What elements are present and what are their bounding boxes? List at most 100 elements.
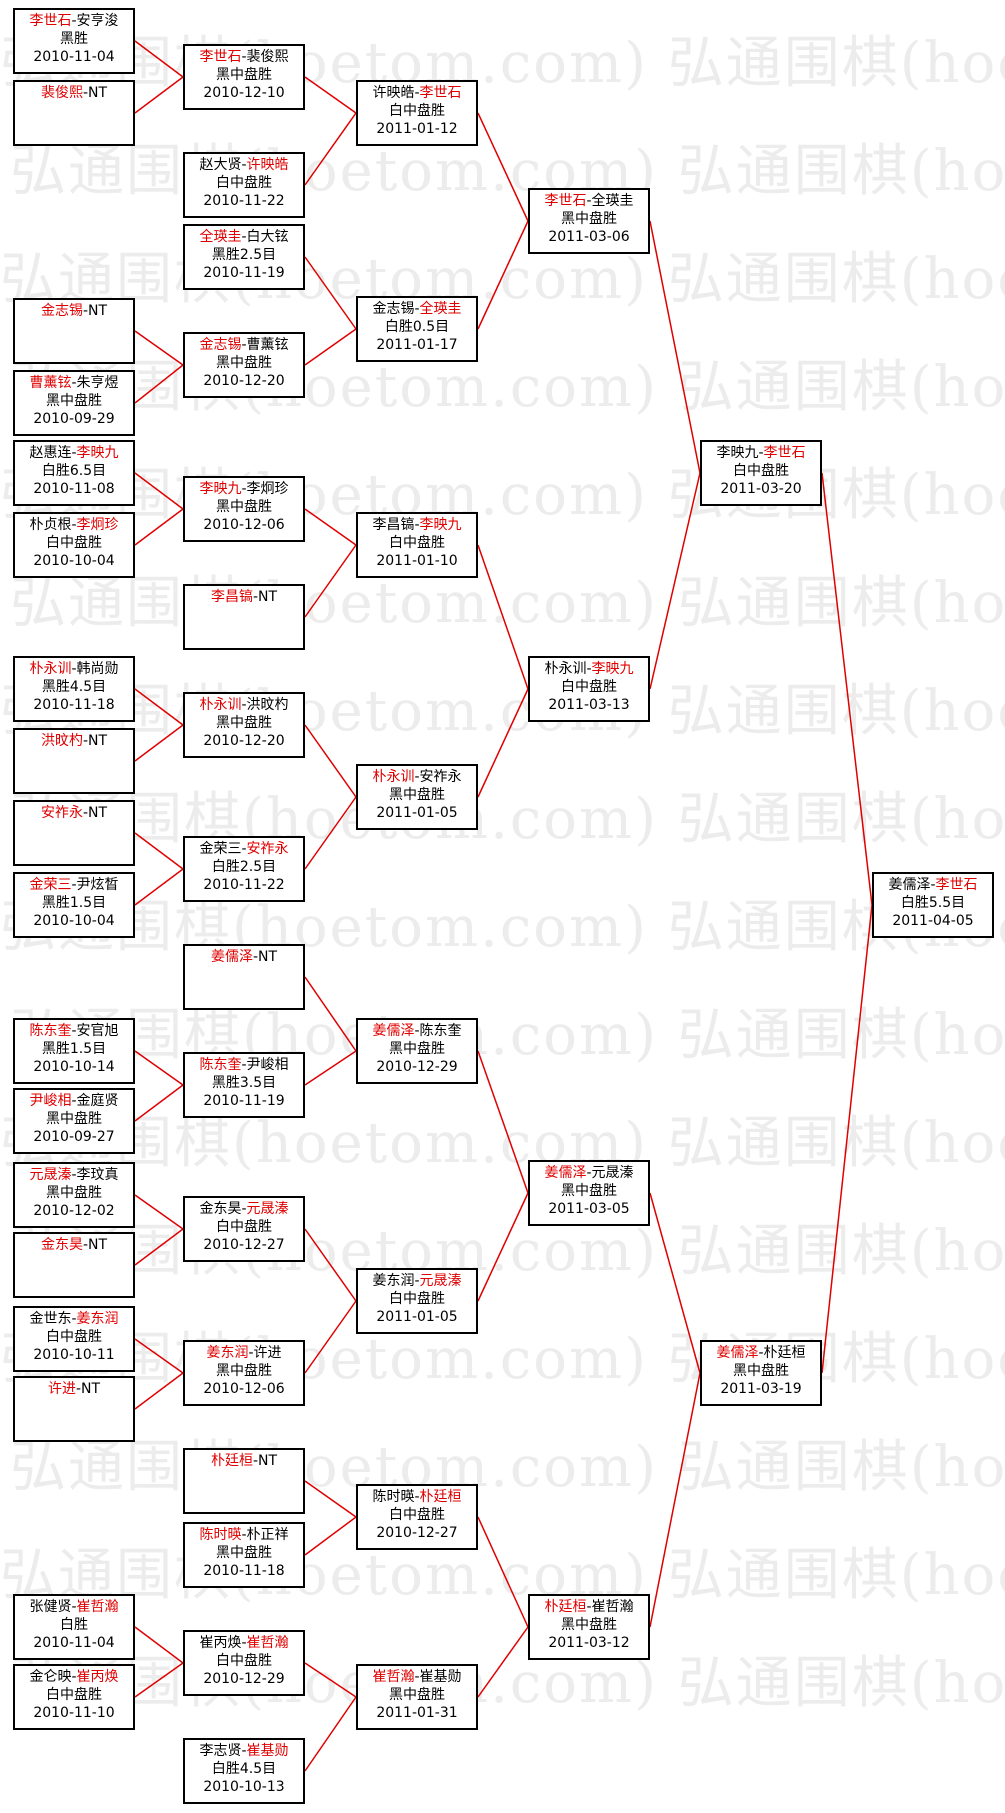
bracket-connector xyxy=(304,256,357,330)
match-players: 金仑映-崔丙焕 xyxy=(15,1668,133,1686)
match-date: 2011-01-12 xyxy=(376,121,458,137)
player-two-name: 元晟溱 xyxy=(246,1201,289,1217)
player-one-name: 金志锡 xyxy=(199,337,242,353)
player-one-name: 姜儒泽 xyxy=(544,1165,587,1181)
player-one-name: 裴俊熙 xyxy=(40,85,83,101)
player-one-name: 陈时暎 xyxy=(199,1527,242,1543)
match-date xyxy=(15,338,133,356)
player-one-name: 张健贤 xyxy=(29,1599,72,1615)
player-one-name: 金东昊 xyxy=(40,1237,83,1253)
bracket-connector xyxy=(134,1050,184,1086)
player-two-name: 许进 xyxy=(253,1345,282,1361)
match-date: 2010-11-04 xyxy=(33,1635,115,1651)
player-two-name: 李世石 xyxy=(935,877,978,893)
match-result: 白中盘胜 xyxy=(216,175,272,191)
match-date: 2011-01-05 xyxy=(376,805,458,821)
player-one-name: 金世东 xyxy=(29,1311,72,1327)
bracket-connector xyxy=(134,1626,184,1664)
bracket-connector xyxy=(304,544,357,618)
match-date: 2011-01-17 xyxy=(376,337,458,353)
player-one-name: 金荣三 xyxy=(199,841,242,857)
player-two-name: 朴廷桓 xyxy=(763,1345,806,1361)
match-players: 姜东润-元晟溱 xyxy=(358,1272,476,1290)
player-two-name: 元晟溱 xyxy=(419,1273,462,1289)
bracket-connector xyxy=(134,40,184,78)
match-players: 朴廷桓-崔哲瀚 xyxy=(530,1598,648,1616)
bracket-connector xyxy=(304,76,357,114)
player-separator: - xyxy=(241,1201,247,1217)
match-players: 金志锡-全瑛圭 xyxy=(358,300,476,318)
match-players: 金志锡-曹薰铉 xyxy=(185,336,303,354)
player-separator: - xyxy=(82,733,89,749)
match-date xyxy=(185,1488,303,1506)
player-one-name: 金荣三 xyxy=(29,877,72,893)
player-one-name: 尹峻相 xyxy=(29,1093,72,1109)
match-date: 2010-11-22 xyxy=(203,877,285,893)
player-separator: - xyxy=(241,49,247,65)
player-two-name: 崔丙焕 xyxy=(76,1669,119,1685)
bracket-connector xyxy=(304,1228,357,1302)
player-one-name: 洪旼杓 xyxy=(40,733,83,749)
bracket-connector xyxy=(649,220,701,474)
player-one-name: 安祚永 xyxy=(40,805,83,821)
match-players: 金荣三-安祚永 xyxy=(185,840,303,858)
player-separator: - xyxy=(414,1669,420,1685)
player-separator: - xyxy=(71,1311,77,1327)
player-one-name: 朴廷桓 xyxy=(544,1599,587,1615)
match-players: 姜儒泽-元晟溱 xyxy=(530,1164,648,1182)
player-one-name: 许映皓 xyxy=(372,85,415,101)
match-date xyxy=(15,1272,133,1290)
bracket-connector xyxy=(134,688,184,726)
match-result: 黑中盘胜 xyxy=(46,393,102,409)
player-one-name: 崔哲瀚 xyxy=(372,1669,415,1685)
match-players: 李昌镐-NT xyxy=(185,588,303,606)
match-result: 白胜4.5目 xyxy=(211,1761,277,1777)
player-two-name: 崔哲瀚 xyxy=(246,1635,289,1651)
player-separator: - xyxy=(71,661,77,677)
match-players: 陈时暎-朴正祥 xyxy=(185,1526,303,1544)
match-date: 2010-10-11 xyxy=(33,1347,115,1363)
match-date: 2011-03-05 xyxy=(548,1201,630,1217)
match-result: 白中盘胜 xyxy=(216,1219,272,1235)
bracket-connector xyxy=(134,1228,184,1266)
player-two-name: 李映九 xyxy=(591,661,634,677)
player-separator: - xyxy=(414,301,420,317)
player-two-name: NT xyxy=(88,85,108,101)
player-two-name: 朴正祥 xyxy=(246,1527,289,1543)
match-players: 姜东润-许进 xyxy=(185,1344,303,1362)
match-result: 黑中盘胜 xyxy=(216,499,272,515)
player-two-name: 安祚永 xyxy=(246,841,289,857)
match-date: 2010-12-27 xyxy=(376,1525,458,1541)
match-date: 2010-12-10 xyxy=(203,85,285,101)
match-result: 白中盘胜 xyxy=(46,1329,102,1345)
player-separator: - xyxy=(82,85,89,101)
match-players: 朴永训-洪旼杓 xyxy=(185,696,303,714)
match-result: 白胜 xyxy=(60,1617,88,1633)
match-result: 黑胜3.5目 xyxy=(211,1075,277,1091)
match-box-r3-6: 姜东润-元晟溱白中盘胜 2011-01-05 xyxy=(356,1268,478,1334)
match-date: 2011-01-05 xyxy=(376,1309,458,1325)
match-result: 黑胜1.5目 xyxy=(41,1041,107,1057)
match-date: 2010-12-27 xyxy=(203,1237,285,1253)
bracket-connector xyxy=(134,1662,184,1698)
match-date: 2010-12-20 xyxy=(203,733,285,749)
player-one-name: 姜儒泽 xyxy=(888,877,931,893)
match-result: 白中盘胜 xyxy=(389,1291,445,1307)
player-two-name: NT xyxy=(88,303,108,319)
match-date: 2010-11-10 xyxy=(33,1705,115,1721)
